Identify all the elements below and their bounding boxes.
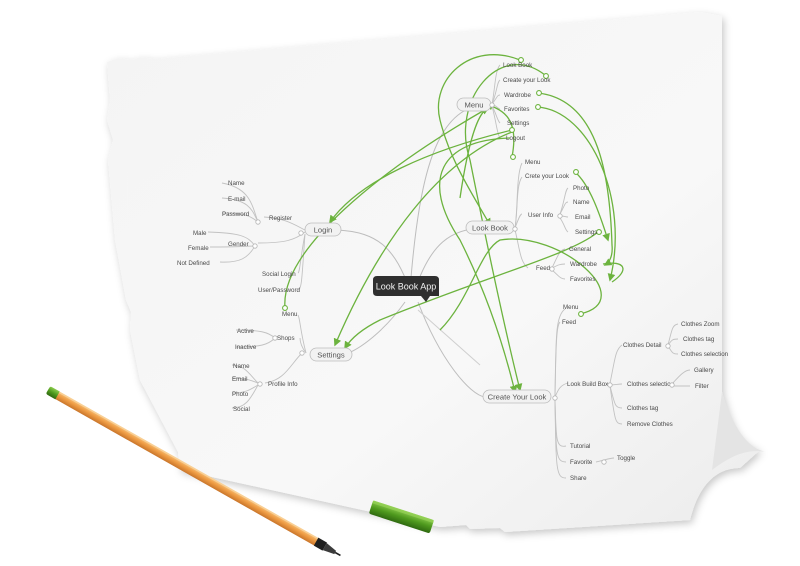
node-user-info[interactable]: User Info [528,212,554,219]
node-lookbook-photo[interactable]: Photo [573,185,590,192]
node-register[interactable]: Register [269,215,292,222]
node-lookbook-menu[interactable]: Menu [525,159,541,166]
lookbook-branches [514,162,569,280]
node-create-feed[interactable]: Feed [562,319,577,326]
node-login-password[interactable]: Password [222,211,250,218]
node-female[interactable]: Female [188,245,209,252]
node-menu-create-your-look[interactable]: Create your Look [503,77,551,84]
link-endpoints [282,57,602,317]
node-inactive[interactable]: Inactive [235,344,257,351]
topic-menu[interactable]: Menu [456,97,492,112]
node-remove-clothes[interactable]: Remove Clothes [627,421,673,428]
node-menu-look-book[interactable]: Look Book [503,62,533,69]
node-filter[interactable]: Filter [695,383,709,390]
node-clothes-tag[interactable]: Clothes tag [683,336,715,343]
node-clothes-selection-2[interactable]: Clothes selection [627,381,675,388]
node-shops[interactable]: Shops [277,335,295,342]
topic-settings-label: Settings [317,351,345,360]
cross-links [284,54,624,394]
node-lookbook-email[interactable]: Email [575,214,590,221]
node-settings-menu[interactable]: Menu [282,311,298,318]
connector-dots [252,102,675,465]
create-labels: Menu Feed Look Build Box Clothes Detail … [562,304,729,482]
node-gallery[interactable]: Gallery [694,367,715,374]
node-user-password[interactable]: User/Password [258,287,301,294]
node-settings-social[interactable]: Social [233,406,250,413]
create-branches [554,308,691,479]
node-profile-info[interactable]: Profile Info [268,381,298,388]
node-favorite[interactable]: Favorite [570,459,593,466]
node-look-build-box[interactable]: Look Build Box [567,381,609,388]
node-male[interactable]: Male [193,230,207,237]
topic-settings[interactable]: Settings [309,347,353,362]
node-lookbook-name[interactable]: Name [573,199,590,206]
paper-sheet [107,12,766,532]
node-menu-logout[interactable]: Logout [506,135,525,142]
node-gender[interactable]: Gender [228,241,249,248]
topic-create-your-look[interactable]: Create Your Look [482,389,552,404]
menu-labels: Look Book Create your Look Wardrobe Favo… [503,62,551,142]
node-not-defined[interactable]: Not Defined [177,260,210,267]
node-clothes-tag-2[interactable]: Clothes tag [627,405,659,412]
node-menu-favorites[interactable]: Favorites [504,106,529,113]
login-labels: Register Name E-mail Password Gender Mal… [177,180,301,294]
node-social-login[interactable]: Social Login [262,271,296,278]
node-menu-settings[interactable]: Settings [507,120,529,127]
node-toggle[interactable]: Toggle [617,455,636,462]
node-share[interactable]: Share [570,475,587,482]
node-clothes-detail[interactable]: Clothes Detail [623,342,662,349]
node-create-menu[interactable]: Menu [563,304,579,311]
topic-look-book-label: Look Book [472,224,508,233]
node-lookbook-create[interactable]: Crete your Look [525,173,570,180]
node-active[interactable]: Active [237,328,254,335]
node-lookbook-settings[interactable]: Settings [575,229,597,236]
topic-create-label: Create Your Look [488,393,547,402]
node-lookbook-wardrobe[interactable]: Wardrobe [570,261,597,268]
node-login-email[interactable]: E-mail [228,196,246,203]
pen [46,386,435,557]
node-lookbook-feed[interactable]: Feed [536,265,551,272]
node-tutorial[interactable]: Tutorial [570,443,590,450]
lookbook-labels: Menu Crete your Look User Info Photo Nam… [525,159,597,283]
node-clothes-selection[interactable]: Clothes selection [681,351,729,358]
center-node-label: Look Book App [376,282,437,292]
node-general[interactable]: General [569,246,591,253]
node-clothes-zoom[interactable]: Clothes Zoom [681,321,720,328]
topic-look-book[interactable]: Look Book [465,220,515,235]
node-menu-wardrobe[interactable]: Wardrobe [504,92,531,99]
center-node[interactable]: Look Book App [373,276,439,302]
node-settings-name[interactable]: Name [233,363,250,370]
node-lookbook-favorites[interactable]: Favorites [570,276,595,283]
topic-login-label: Login [314,226,333,235]
node-settings-photo[interactable]: Photo [232,391,249,398]
settings-labels: Menu Shops Active Inactive Profile Info … [232,311,298,413]
node-settings-email[interactable]: Email [232,376,247,383]
topic-login[interactable]: Login [304,222,342,237]
node-login-name[interactable]: Name [228,180,245,187]
topic-menu-label: Menu [465,101,484,110]
